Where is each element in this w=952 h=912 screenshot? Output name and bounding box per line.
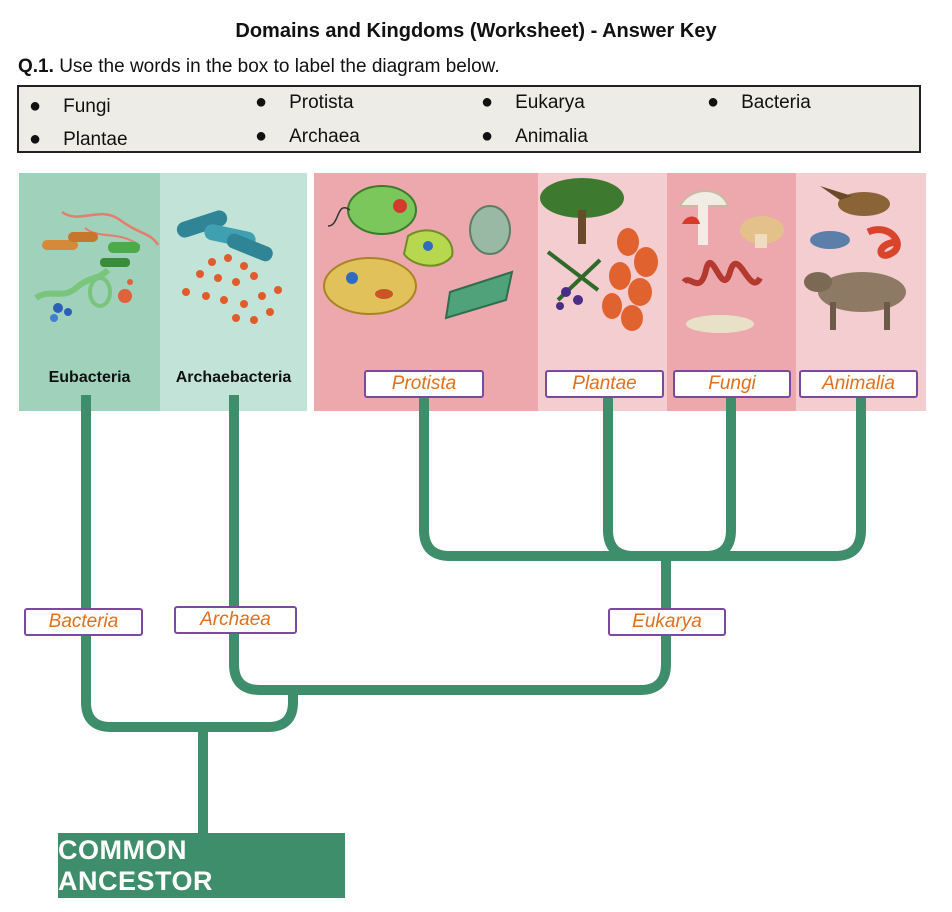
plantae-illustration — [540, 178, 658, 331]
word-label: Protista — [289, 91, 354, 113]
bullet-icon: ● — [707, 91, 720, 113]
word-label: Plantae — [63, 128, 128, 150]
fungi-label: Fungi — [673, 370, 791, 398]
word-item-animalia: ● Animalia — [481, 125, 588, 148]
word-label: Fungi — [63, 95, 111, 117]
eubacteria-illustration — [34, 210, 160, 322]
word-item-eukarya: ● Eukarya — [481, 91, 585, 114]
word-item-archaea: ● Archaea — [255, 125, 360, 148]
word-item-plantae: ● Plantae — [29, 128, 128, 151]
archaebacteria-illustration — [176, 210, 282, 324]
bullet-icon: ● — [29, 128, 42, 150]
animalia-illustration — [804, 186, 906, 330]
fungi-illustration — [678, 190, 784, 333]
bacteria-label: Bacteria — [24, 608, 143, 636]
bacteria-branch — [81, 395, 298, 732]
bullet-icon: ● — [481, 91, 494, 113]
tree-branches — [81, 395, 866, 833]
word-item-protista: ● Protista — [255, 91, 354, 114]
archaebacteria-caption: Archaebacteria — [175, 369, 292, 386]
word-label: Archaea — [289, 125, 360, 147]
bullet-icon: ● — [255, 125, 268, 147]
word-label: Bacteria — [741, 91, 811, 113]
question-number: Q.1. — [18, 56, 54, 77]
word-box: ● Fungi ● Protista ● Eukarya ● Bacteria … — [17, 85, 921, 153]
archaea-eukarya-branch — [229, 395, 671, 695]
question-line: Q.1. Use the words in the box to label t… — [18, 56, 500, 78]
fungi-branch — [704, 395, 736, 561]
bullet-icon: ● — [29, 95, 42, 117]
plantae-label: Plantae — [545, 370, 664, 398]
eubacteria-caption: Eubacteria — [48, 369, 131, 386]
word-item-bacteria: ● Bacteria — [707, 91, 811, 114]
question-text: Use the words in the box to label the di… — [59, 56, 500, 77]
protista-label: Protista — [364, 370, 484, 398]
word-item-fungi: ● Fungi — [29, 95, 111, 118]
plantae-branch — [603, 395, 635, 561]
protista-illustration — [323, 185, 514, 320]
worksheet-title: Domains and Kingdoms (Worksheet) - Answe… — [235, 20, 717, 42]
word-label: Eukarya — [515, 91, 585, 113]
eukarya-label: Eukarya — [608, 608, 726, 636]
bullet-icon: ● — [255, 91, 268, 113]
eukarya-branch — [419, 395, 866, 561]
archaea-label: Archaea — [174, 606, 297, 634]
word-label: Animalia — [515, 125, 588, 147]
common-ancestor-box: COMMON ANCESTOR — [58, 833, 345, 898]
animalia-label: Animalia — [799, 370, 918, 398]
bullet-icon: ● — [481, 125, 494, 147]
